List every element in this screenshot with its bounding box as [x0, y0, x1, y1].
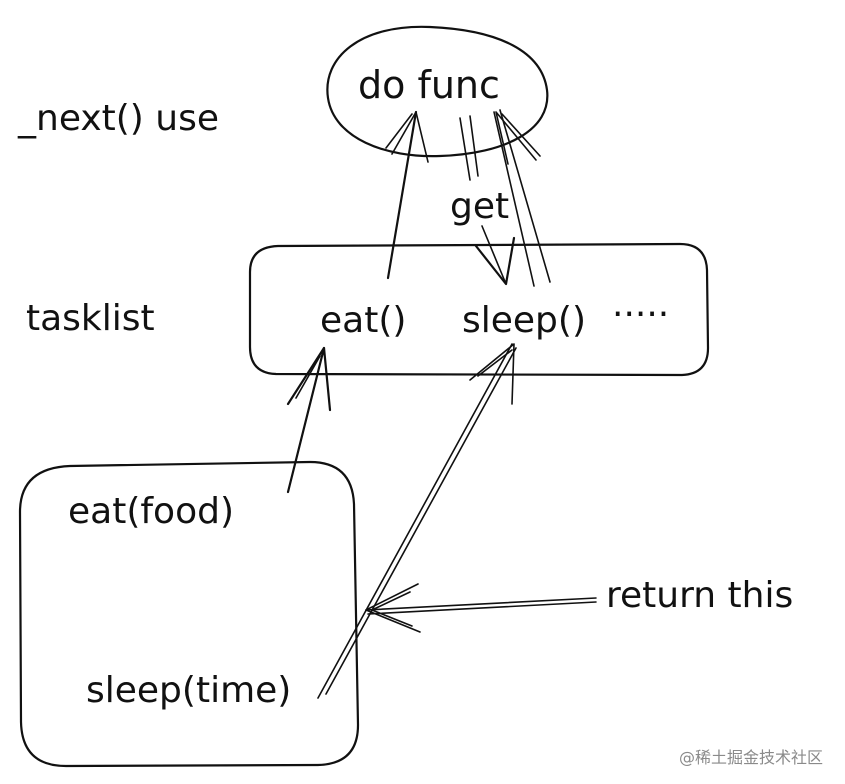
more-tasks-label: ····· [612, 294, 669, 335]
return-this-label: return this [606, 575, 793, 616]
get-label: get [450, 186, 509, 227]
arrow-sleep-to-do-func [493, 109, 551, 287]
arrow-return-this [365, 583, 597, 633]
eat-task-label: eat() [320, 300, 406, 341]
do-func-label: do func [358, 63, 500, 107]
tasklist-box: eat() sleep() ····· [248, 242, 710, 377]
tasklist-label: tasklist [26, 298, 155, 339]
eat-food-label: eat(food) [68, 491, 234, 532]
next-use-label: _next() use [17, 98, 219, 139]
do-func-node: do func [326, 25, 549, 158]
watermark: @稀土掘金技术社区 [678, 748, 823, 767]
arrow-get [459, 115, 516, 286]
arrow-eat-to-do-func [385, 110, 429, 280]
arrow-sleep-time-to-sleep [317, 343, 517, 699]
sleep-time-label: sleep(time) [86, 670, 291, 711]
object-box: eat(food) sleep(time) [18, 460, 360, 768]
sleep-task-label: sleep() [462, 300, 586, 341]
arrow-eat-food-to-eat [286, 346, 332, 494]
